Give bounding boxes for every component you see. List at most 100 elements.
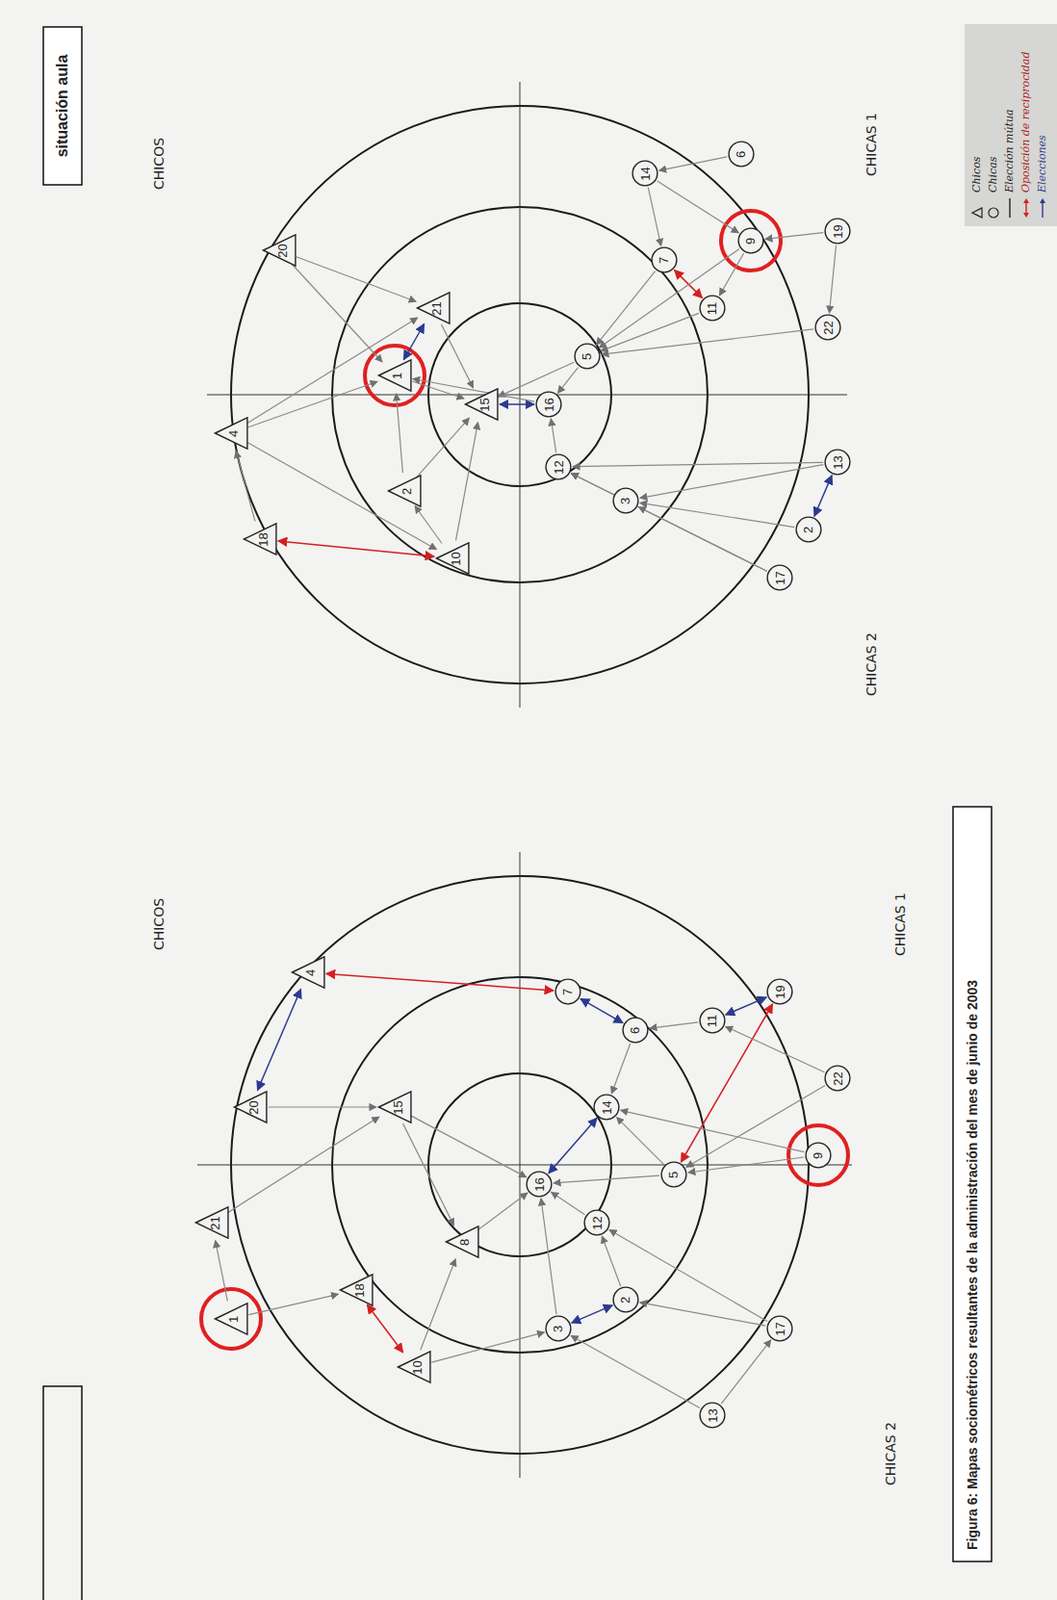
choice-arrow <box>725 1026 825 1072</box>
girl-circle: 12 <box>583 1209 611 1237</box>
choice-arrow <box>431 1332 544 1363</box>
legend-row: Chicas <box>984 31 1002 219</box>
choice-arrow <box>268 1106 377 1108</box>
node-number: 12 <box>552 460 566 474</box>
node-number: 4 <box>227 429 240 437</box>
node-number: 19 <box>773 984 787 999</box>
node-number: 20 <box>276 243 289 258</box>
node-number: 13 <box>831 455 845 469</box>
girl-circle: 13 <box>824 448 851 476</box>
node-number: 11 <box>706 1013 720 1028</box>
choice-arrow <box>600 312 699 351</box>
opposition-arrow <box>326 973 554 991</box>
node-number: 10 <box>449 551 463 566</box>
mutual-choice-line <box>499 403 535 406</box>
girl-circle: 3 <box>612 487 640 515</box>
node-number: 14 <box>639 166 652 181</box>
node-number: 21 <box>430 301 443 315</box>
choice-arrow <box>246 317 418 424</box>
choice-arrow <box>411 1115 527 1178</box>
boy-triangle: 15 <box>377 1089 413 1125</box>
node-number: 5 <box>580 352 593 360</box>
choice-arrow <box>765 232 824 240</box>
boy-triangle: 18 <box>338 1272 374 1308</box>
girl-circle: 5 <box>660 1160 688 1188</box>
mutual-choice-line <box>257 989 302 1091</box>
mutual-choice-line <box>403 324 424 361</box>
mutual-choice-line <box>814 475 832 516</box>
choice-arrow <box>551 1191 586 1214</box>
girl-circle: 2 <box>612 1286 640 1314</box>
boy-triangle: 18 <box>242 521 278 557</box>
choice-arrow <box>686 1085 825 1168</box>
legend-sample <box>1036 197 1049 219</box>
girl-circle: 13 <box>698 1401 726 1429</box>
choice-arrow <box>721 1340 772 1404</box>
boy-triangle: 20 <box>261 232 297 268</box>
girl-circle: 6 <box>727 140 755 168</box>
choice-arrow <box>456 422 479 542</box>
opposition-arrow <box>674 270 703 299</box>
boy-triangle: 2 <box>386 473 422 509</box>
choice-arrow <box>403 1123 455 1226</box>
node-number: 3 <box>618 496 632 504</box>
choice-arrow <box>647 187 661 247</box>
legend-sample <box>1020 197 1032 219</box>
node-number: 9 <box>744 236 757 244</box>
legend-text: Chicas <box>986 156 1000 193</box>
boy-triangle: 10 <box>435 541 470 576</box>
choice-arrow <box>638 507 767 572</box>
choice-arrow <box>570 1335 700 1408</box>
mutual-choice-line <box>571 1305 613 1323</box>
choice-arrow <box>416 417 470 478</box>
choice-arrow <box>601 1236 620 1287</box>
choice-arrow <box>572 462 824 466</box>
choice-arrow <box>657 180 740 233</box>
girl-circle: 14 <box>631 159 659 187</box>
girl-circle: 2 <box>795 515 823 543</box>
node-number: 20 <box>247 1100 260 1114</box>
legend-text: Elecciones <box>1035 134 1049 193</box>
node-number: 13 <box>706 1408 720 1422</box>
choice-arrow <box>215 1240 229 1302</box>
choice-arrow <box>414 506 442 544</box>
node-number: 22 <box>831 1071 845 1085</box>
node-number: 19 <box>831 224 845 238</box>
figure-caption: Figura 6: Mapas sociométricos resultante… <box>953 808 992 1560</box>
girl-circle: 9 <box>737 227 765 255</box>
node-number: 22 <box>822 320 835 335</box>
box-label: situación aula <box>53 54 72 158</box>
node-number: 16 <box>533 1177 546 1191</box>
legend-sample <box>971 197 983 219</box>
node-number: 15 <box>478 397 491 412</box>
choice-arrow <box>227 1116 380 1213</box>
girl-circle: 19 <box>766 978 794 1006</box>
boy-triangle: 21 <box>194 1205 230 1240</box>
node-number: 6 <box>734 150 748 157</box>
choice-arrow <box>235 450 256 521</box>
choice-arrow <box>296 257 416 303</box>
choice-arrow <box>550 418 556 453</box>
boy-triangle: 1 <box>213 1301 249 1337</box>
node-number: 12 <box>591 1215 604 1230</box>
legend-row: Chicos <box>968 31 985 219</box>
label-box <box>43 26 82 185</box>
node-number: 1 <box>390 371 404 379</box>
choice-arrow <box>541 1198 557 1315</box>
mutual-choice-line <box>725 997 767 1015</box>
choice-arrow <box>611 1043 630 1094</box>
node-number: 14 <box>600 1100 614 1114</box>
group-label: CHICAS 2 <box>882 1421 899 1486</box>
node-number: 1 <box>227 1314 240 1322</box>
choice-arrow <box>609 1230 768 1322</box>
mutual-choice-line <box>548 1117 597 1173</box>
group-label: CHICAS 1 <box>863 112 879 177</box>
group-label: CHICAS 1 <box>892 892 908 956</box>
choice-arrow <box>248 381 378 427</box>
choice-arrow <box>570 473 767 572</box>
choice-arrow <box>291 263 383 362</box>
choice-arrow <box>476 1192 528 1232</box>
boy-triangle: 21 <box>415 290 451 326</box>
node-number: 6 <box>628 1026 642 1033</box>
